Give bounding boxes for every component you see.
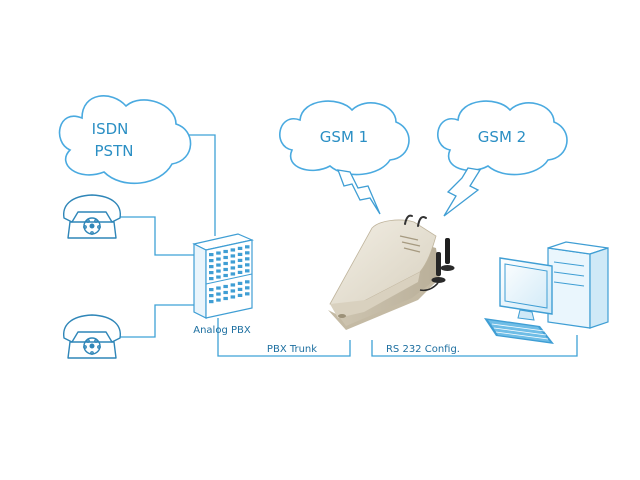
pbx-port <box>245 251 250 255</box>
pstn-label: PSTN <box>95 142 134 160</box>
pbx-port <box>223 296 228 301</box>
pbx-port <box>223 261 228 266</box>
computer-icon <box>484 241 609 344</box>
pbx-cabinet-icon <box>192 233 254 319</box>
pbx-port <box>245 245 250 249</box>
pbx-port <box>245 257 250 261</box>
pbx-port <box>209 294 214 298</box>
connection-lines <box>120 134 578 357</box>
pbx-port <box>209 253 214 257</box>
pbx-port <box>209 277 214 281</box>
pbx-port <box>209 271 214 275</box>
gsm2-label: GSM 2 <box>478 128 526 146</box>
pbx-port <box>237 293 243 297</box>
pbx-port <box>216 292 221 296</box>
pbx-port <box>216 269 221 273</box>
antenna-icon <box>404 214 427 227</box>
pbx-port <box>216 275 221 279</box>
pbx-port <box>237 264 243 268</box>
pbx-port <box>230 260 236 264</box>
pbx-port <box>209 300 214 304</box>
pbx-port <box>223 267 228 272</box>
pbx-port <box>230 295 236 299</box>
pbx-port <box>216 286 221 290</box>
isdn-label: ISDN <box>92 120 129 138</box>
pbx-port <box>237 281 243 285</box>
pbx-port <box>237 287 243 291</box>
wireless-signal-icon <box>336 169 381 215</box>
cloud-isdn-pstn: ISDN PSTN <box>58 95 192 185</box>
pbx-port <box>223 290 228 295</box>
cloud-gsm1: GSM 1 <box>279 100 410 176</box>
wireless-signal-icon <box>443 167 482 217</box>
pbx-port <box>237 252 243 256</box>
pbx-port <box>223 273 228 278</box>
telephone-icon <box>63 194 121 239</box>
pbx-port <box>237 246 243 250</box>
pbx-port <box>223 255 228 260</box>
cloud-gsm2: GSM 2 <box>437 100 568 176</box>
pbx-port <box>216 263 221 267</box>
pbx-port <box>216 257 221 261</box>
pbx-port <box>245 280 250 284</box>
pbx-port <box>223 249 228 254</box>
pbx-port <box>237 258 243 262</box>
pbx-port <box>223 284 228 289</box>
pbx-port <box>230 248 236 252</box>
antenna-icon <box>419 238 455 292</box>
pbx-port <box>209 259 214 263</box>
pbx-label: Analog PBX <box>193 325 251 336</box>
telephone-icon <box>63 314 121 359</box>
gsm1-label: GSM 1 <box>320 128 368 146</box>
pbx-port <box>209 265 214 269</box>
pbx-port <box>245 292 250 296</box>
pbx-port <box>230 272 236 276</box>
gsm-gateway-icon <box>328 219 440 330</box>
pbx-port <box>209 288 214 292</box>
pbx-port <box>245 286 250 290</box>
pbx-port <box>216 298 221 302</box>
pbx-port <box>230 266 236 270</box>
pbx-port <box>237 270 243 274</box>
pbx-port <box>216 251 221 255</box>
pbx-port <box>245 263 250 267</box>
pbx-port <box>230 254 236 258</box>
pbx-port <box>230 289 236 293</box>
pbx-port <box>245 269 250 273</box>
rs232-label: RS 232 Config. <box>386 344 460 355</box>
pbx-trunk-label: PBX Trunk <box>267 344 317 355</box>
pbx-port <box>230 283 236 287</box>
